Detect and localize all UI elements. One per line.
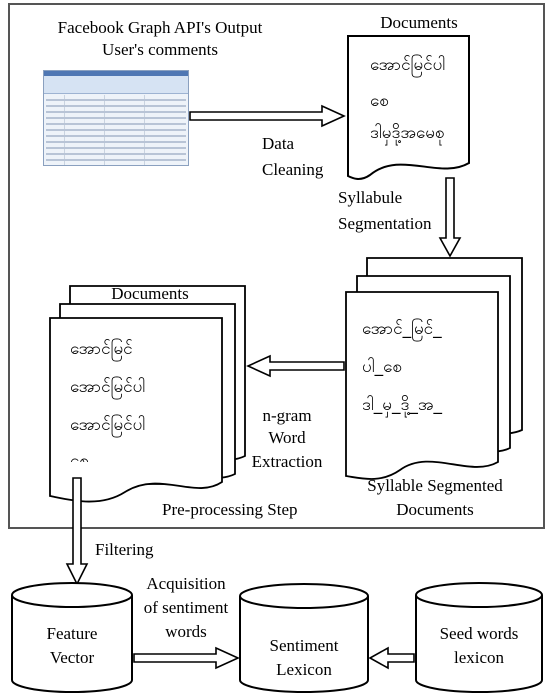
preprocessing-label: Pre-processing Step bbox=[162, 500, 298, 519]
seed-words-cylinder bbox=[415, 582, 543, 693]
arrow-acquisition bbox=[133, 646, 240, 670]
spreadsheet-row bbox=[46, 159, 186, 161]
arrow-ngram bbox=[246, 354, 345, 378]
syllable-label-line1: Syllabule bbox=[338, 188, 403, 207]
arrow-seed bbox=[368, 646, 415, 670]
sentiment-lexicon-label-line2: Lexicon bbox=[276, 660, 332, 679]
spreadsheet-ribbon bbox=[44, 71, 188, 94]
ngram-doc-line: အောင်မြင်ပါ bbox=[70, 377, 146, 397]
spreadsheet-row bbox=[46, 111, 186, 113]
raw-doc-line: အောင်မြင်ပါ bbox=[370, 55, 446, 75]
spreadsheet-row bbox=[46, 105, 186, 107]
filtering-label: Filtering bbox=[95, 540, 154, 559]
feature-vector-label-line1: Feature bbox=[46, 624, 98, 643]
ngram-document-stack bbox=[49, 285, 246, 503]
spreadsheet-titlebar bbox=[44, 71, 188, 76]
seed-words-label-line1: Seed words bbox=[439, 624, 519, 643]
cleaning-label-line1: Data bbox=[262, 134, 295, 153]
segmented-document-stack bbox=[345, 257, 523, 480]
segmented-doc-line: ပါ_စေ bbox=[362, 357, 402, 377]
raw-doc-line: စေ bbox=[370, 91, 389, 111]
seed-words-label-line2: lexicon bbox=[453, 648, 505, 667]
raw-documents-label: Documents bbox=[380, 13, 458, 32]
ngram-doc-line: စေ bbox=[70, 451, 89, 462]
spreadsheet-row bbox=[46, 123, 186, 125]
syllable-label-line2: Segmentation bbox=[338, 214, 432, 233]
spreadsheet-row bbox=[46, 99, 186, 101]
spreadsheet-row bbox=[46, 147, 186, 149]
segmented-doc-line: အောင်_မြင်_ bbox=[362, 319, 442, 339]
cleaning-label-line2: Cleaning bbox=[262, 160, 324, 179]
spreadsheet-row bbox=[46, 117, 186, 119]
ngram-label-line2: Word bbox=[268, 428, 306, 447]
sentiment-lexicon-cylinder bbox=[239, 583, 369, 693]
spreadsheet-row bbox=[46, 153, 186, 155]
spreadsheet-row bbox=[46, 135, 186, 137]
feature-vector-label-line2: Vector bbox=[49, 648, 95, 667]
arrow-filtering bbox=[65, 477, 89, 586]
ngram-doc-line: အောင်မြင် bbox=[70, 339, 133, 359]
source-title-line2: User's comments bbox=[102, 40, 218, 59]
spreadsheet-row bbox=[46, 129, 186, 131]
feature-vector-cylinder bbox=[11, 582, 133, 693]
ngram-label-line1: n-gram bbox=[262, 406, 312, 425]
ngram-doc-line: အောင်မြင်ပါ bbox=[70, 415, 146, 435]
segmented-caption-line1: Syllable Segmented bbox=[367, 476, 503, 495]
facebook-output-spreadsheet bbox=[43, 70, 189, 166]
sentiment-lexicon-label-line1: Sentiment bbox=[269, 636, 339, 655]
acquisition-label-line1: Acquisition bbox=[146, 574, 226, 593]
raw-document-shape bbox=[347, 35, 470, 180]
segmented-caption-line2: Documents bbox=[396, 500, 474, 519]
arrow-cleaning bbox=[189, 104, 346, 128]
arrow-syllable bbox=[438, 177, 462, 258]
spreadsheet-row bbox=[46, 141, 186, 143]
acquisition-label-line3: words bbox=[165, 622, 207, 641]
acquisition-label-line2: of sentiment bbox=[143, 598, 229, 617]
segmented-doc-line: ဒါ_မှ_ဒို့_အ_ bbox=[362, 395, 442, 415]
raw-doc-line: ဒါမှဒို့အမေစု bbox=[370, 123, 445, 143]
source-title-line1: Facebook Graph API's Output bbox=[57, 18, 263, 37]
ngram-documents-label: Documents bbox=[111, 284, 189, 303]
ngram-label-line3: Extraction bbox=[251, 452, 323, 471]
